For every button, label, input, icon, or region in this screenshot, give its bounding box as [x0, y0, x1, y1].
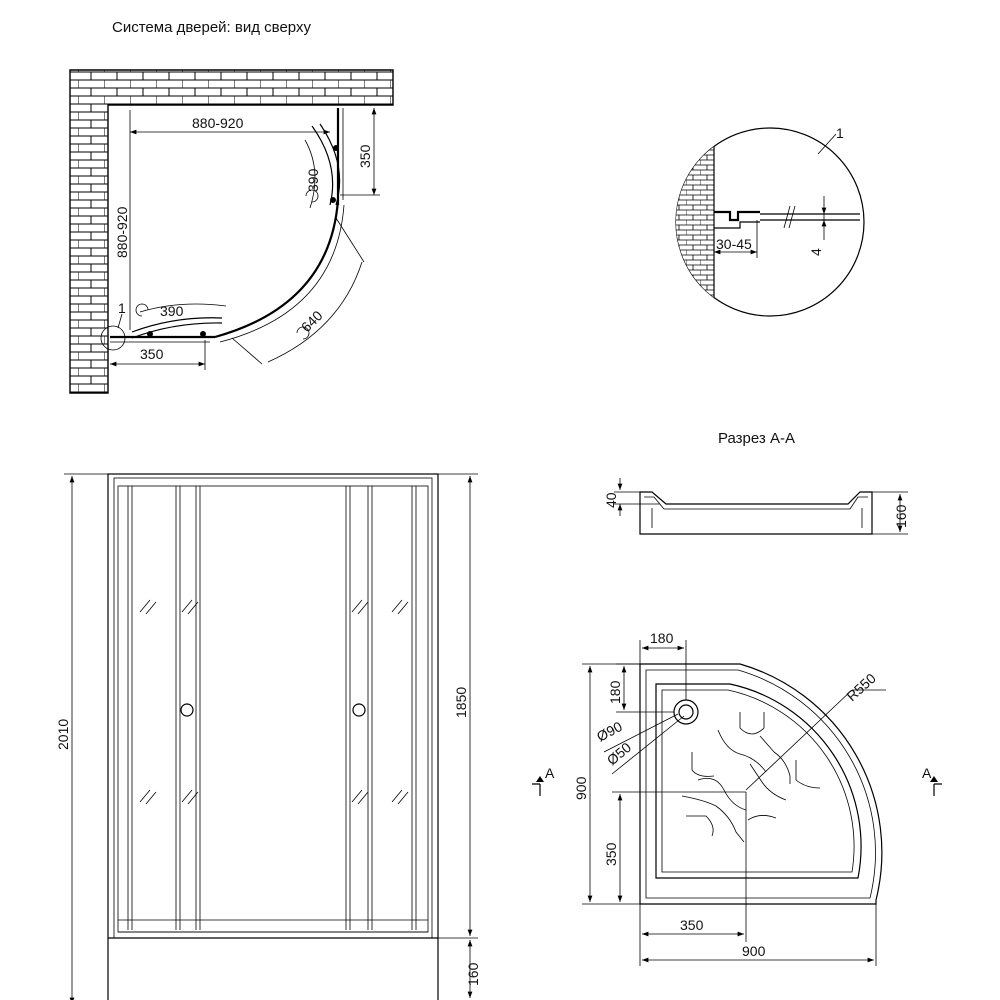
door-handle-left-icon [180, 703, 194, 717]
cabin-frame-inner [117, 485, 429, 933]
section-mark-left: A [532, 765, 555, 796]
tray-plan: 180 180 R550 Ø90 Ø50 900 350 350 900 [532, 630, 942, 966]
dim-hole-outer-label: Ø90 [594, 718, 625, 745]
section-aa: Разрез А-А 40 160 [603, 430, 909, 535]
dim-width-label: 880-920 [192, 115, 244, 131]
detail-callout-label: 1 [836, 125, 844, 141]
detail-1: 30-45 4 1 [675, 125, 865, 317]
roller-icon [330, 197, 336, 203]
section-title: Разрез А-А [718, 430, 795, 447]
section-mark-right-label: A [922, 765, 932, 781]
front-view: 2010 1850 160 [55, 473, 481, 1000]
brick-wall [69, 69, 394, 394]
dim-hole-inner-label: Ø50 [604, 739, 635, 768]
tray-section-inner [644, 496, 868, 510]
tray-basin-inner [661, 689, 855, 873]
roller-icon [200, 331, 206, 337]
arc-symbol-icon [305, 189, 319, 203]
glass-reflection-marks [139, 599, 409, 805]
break-mark [783, 205, 791, 229]
ext-line [335, 217, 365, 263]
dim-side-panel-v-label: 350 [357, 144, 373, 168]
arc-symbol-icon [135, 303, 149, 317]
dim-inner-x-label: 350 [680, 917, 704, 933]
drain-outer-icon [673, 699, 699, 725]
tray-basin [655, 683, 862, 879]
cabin-outline [107, 473, 439, 1000]
wall-profile [714, 210, 760, 222]
drain-inner-icon [678, 704, 694, 720]
dim-width-total-label: 900 [742, 943, 766, 959]
dim-arc-640 [267, 261, 363, 363]
curved-door-arc [214, 199, 340, 339]
tray-outer [639, 663, 883, 905]
detail-callout-circle [100, 325, 126, 351]
dim-section-height-label: 160 [893, 504, 909, 528]
dim-side-panel-h-label: 350 [140, 346, 164, 362]
dim-depth-label: 880-920 [114, 206, 130, 258]
detail-brick-wall [676, 128, 714, 316]
dim-drain-y-label: 180 [607, 680, 623, 704]
tray-outer-inner [645, 669, 876, 899]
dim-arc-390-right [304, 139, 316, 209]
dim-offset-label: 30-45 [716, 236, 752, 252]
dim-cabin-height-label: 1850 [453, 687, 469, 718]
top-view: Система дверей: вид сверху 880-920 880-9… [69, 19, 394, 394]
break-mark [788, 205, 796, 229]
wall-profile-lower [714, 221, 760, 229]
dim-drain-x-label: 180 [650, 630, 674, 646]
dim-arc-center-label: 640 [298, 307, 326, 335]
top-view-title: Система дверей: вид сверху [112, 19, 311, 36]
tray-section-walls [651, 508, 863, 528]
callout-detail-label: 1 [118, 300, 126, 316]
dim-total-height-label: 2010 [55, 719, 71, 750]
curved-door-arc-inner [219, 204, 345, 343]
hole-leader-inner [611, 715, 685, 775]
hole-leader-outer [603, 713, 679, 753]
cabin-frame [113, 477, 433, 939]
door-handle-right-icon [352, 703, 366, 717]
panel-lines [118, 486, 428, 930]
door-glass-right [311, 125, 334, 206]
radius-leader [745, 689, 853, 791]
tray-section-profile [639, 491, 873, 535]
roller-icon [147, 331, 153, 337]
callout-leader [117, 313, 123, 329]
dim-tray-height-label: 160 [465, 962, 481, 986]
dim-door-arc-right-label: 390 [305, 168, 321, 192]
dim-thickness-label: 4 [808, 248, 824, 256]
arc-symbol-icon [296, 326, 310, 340]
section-mark-right: A [922, 765, 942, 796]
dim-depth-total-label: 900 [573, 776, 589, 800]
door-glass-bottom [131, 317, 223, 333]
dim-inner-y-label: 350 [603, 842, 619, 866]
ext-line [231, 337, 263, 365]
anti-slip-pattern [681, 712, 821, 843]
callout-leader [817, 133, 837, 155]
dim-radius-label: R550 [843, 670, 879, 704]
section-mark-left-label: A [545, 765, 555, 781]
dim-door-arc-bottom-label: 390 [160, 303, 184, 319]
dim-rim-label: 40 [603, 492, 619, 508]
roller-icon [333, 145, 339, 151]
door-glass-bottom-edge [131, 322, 223, 339]
